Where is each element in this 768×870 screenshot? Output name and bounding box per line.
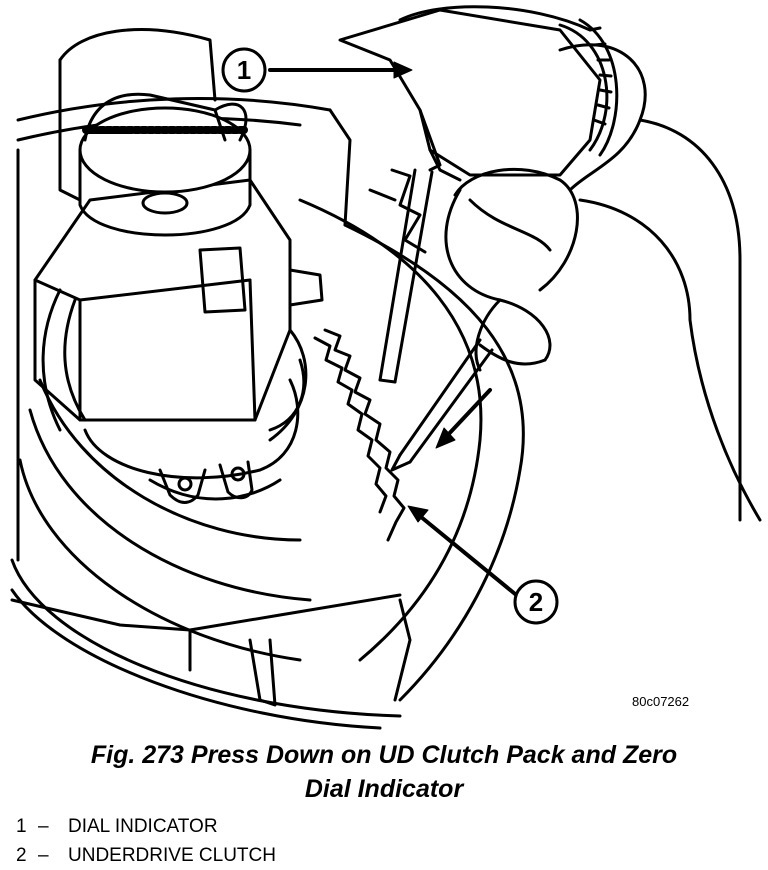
- legend-dash: –: [38, 845, 49, 866]
- underdrive-clutch-splines: [313, 168, 427, 542]
- indicator-base: [33, 28, 324, 422]
- legend-item: 1–DIAL INDICATOR: [16, 812, 276, 841]
- figure-caption-line-1: Fig. 273 Press Down on UD Clutch Pack an…: [90, 741, 678, 769]
- legend-label: DIAL INDICATOR: [68, 816, 218, 837]
- legend-label: UNDERDRIVE CLUTCH: [68, 845, 276, 866]
- dial-indicator: [338, 5, 619, 384]
- legend-item: 2–UNDERDRIVE CLUTCH: [16, 841, 276, 870]
- callout-1: 1: [221, 47, 267, 93]
- callout-2-number: 2: [529, 587, 543, 617]
- callout-leaders: [268, 68, 522, 600]
- legend-dash: –: [38, 816, 49, 837]
- image-code: 80c07262: [632, 694, 690, 709]
- technician-hands: [83, 43, 762, 522]
- legend-number: 2: [16, 845, 27, 866]
- clutch-dial-indicator-illustration: 1 2: [10, 5, 762, 730]
- figure-caption-line-2: Dial Indicator: [304, 775, 464, 803]
- figure-caption: Fig. 273 Press Down on UD Clutch Pack an…: [0, 738, 768, 806]
- callout-2: 2: [513, 579, 559, 625]
- callout-1-number: 1: [237, 55, 251, 85]
- legend-number: 1: [16, 816, 27, 837]
- clutch-hub: [83, 328, 308, 504]
- callout-legend: 1–DIAL INDICATOR 2–UNDERDRIVE CLUTCH: [16, 812, 276, 870]
- housing-rings: [10, 97, 525, 730]
